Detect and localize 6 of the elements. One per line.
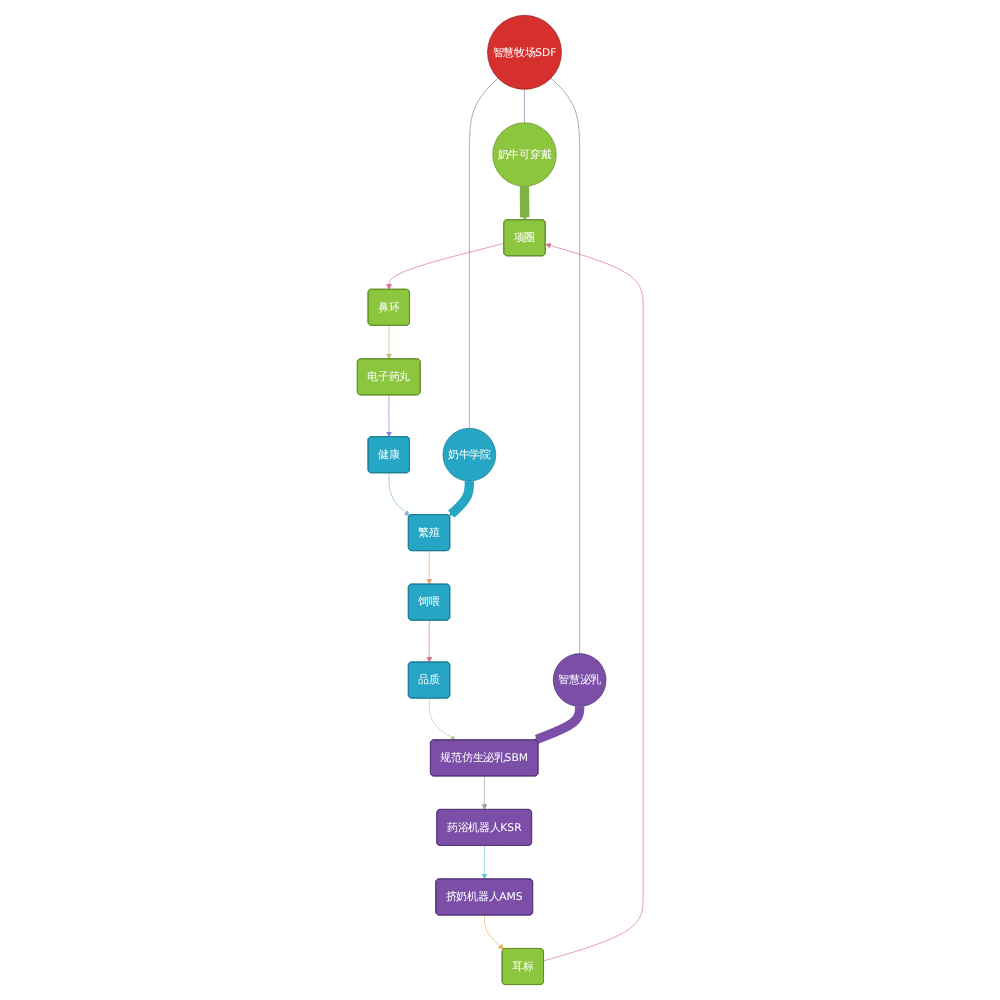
arrow — [533, 704, 585, 744]
connector — [468, 77, 499, 429]
arrow — [447, 479, 474, 518]
connector — [523, 89, 525, 124]
arrow — [519, 184, 530, 221]
connector — [550, 77, 580, 654]
